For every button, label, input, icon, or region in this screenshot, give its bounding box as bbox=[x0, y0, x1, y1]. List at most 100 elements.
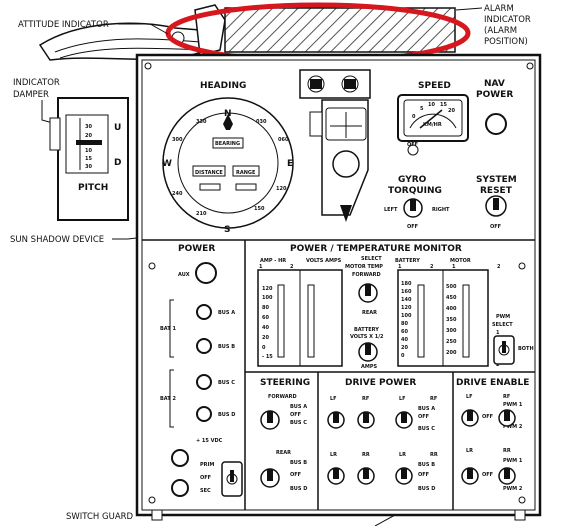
sec-vdc-breaker[interactable] bbox=[171, 479, 189, 497]
drive-enable-pwm1-top-label: PWM 1 bbox=[503, 402, 523, 408]
drive-power-rr-switch[interactable] bbox=[357, 467, 375, 485]
system-reset-switch[interactable] bbox=[485, 195, 507, 217]
range-label: RANGE bbox=[236, 170, 256, 176]
monitor-title: POWER / TEMPERATURE MONITOR bbox=[290, 244, 462, 254]
drive-enable-lf-label: LF bbox=[466, 394, 473, 400]
nav-power-button[interactable] bbox=[485, 113, 507, 135]
drive-power-rf-switch[interactable] bbox=[357, 411, 375, 429]
power-title: POWER bbox=[178, 244, 215, 254]
monitor-select-switch[interactable] bbox=[358, 283, 378, 303]
drive-power-lf-switch[interactable] bbox=[327, 411, 345, 429]
drive-power-lf-label: LF bbox=[330, 396, 337, 402]
drive-enable-title: DRIVE ENABLE bbox=[456, 378, 529, 388]
nav-power-label-2: POWER bbox=[476, 90, 513, 100]
pwm-select-switch-with-guard[interactable] bbox=[493, 335, 515, 365]
drive-power-lr-switch[interactable] bbox=[327, 467, 345, 485]
drive-power-title: DRIVE POWER bbox=[345, 378, 416, 388]
steering-rear-label: REAR bbox=[276, 450, 291, 456]
distance-window bbox=[192, 165, 226, 177]
heading-tick-150: 150 bbox=[254, 206, 265, 212]
nav-power-label-1: NAV bbox=[484, 79, 505, 89]
rear-label: REAR bbox=[362, 310, 377, 316]
sec-label: SEC bbox=[200, 488, 211, 494]
bat1-bus-b-breaker[interactable] bbox=[196, 338, 212, 354]
prim-vdc-breaker[interactable] bbox=[171, 449, 189, 467]
vdc-select-switch-with-guard[interactable] bbox=[221, 461, 243, 497]
heading-south: S bbox=[224, 225, 230, 235]
temp-scale-80: 80 bbox=[401, 321, 408, 327]
drive-enable-lr-switch[interactable] bbox=[461, 467, 479, 485]
bearing-window bbox=[212, 137, 244, 149]
drive-enable-off-bottom-label: OFF bbox=[482, 472, 493, 478]
motor-label: MOTOR bbox=[450, 258, 471, 264]
drive-enable-rf-switch[interactable] bbox=[498, 409, 516, 427]
drive-power-bus-c-label: BUS C bbox=[418, 426, 435, 432]
battery-volts-amps-switch[interactable] bbox=[358, 342, 378, 362]
pwm-2-label: 2 bbox=[496, 362, 500, 368]
steering-bus-a-label: BUS A bbox=[290, 404, 307, 410]
motor-scale-450: 450 bbox=[446, 295, 457, 301]
temp-scale-0: 0 bbox=[401, 353, 405, 359]
alarm-indicator bbox=[224, 7, 456, 53]
prim-label: PRIM bbox=[200, 462, 214, 468]
drive-enable-rr-label: RR bbox=[503, 448, 511, 454]
motor-1-label: 1 bbox=[452, 264, 456, 270]
drive-enable-pwm2-top-label: PWM 2 bbox=[503, 424, 523, 430]
temp-scale-120: 120 bbox=[401, 305, 412, 311]
drive-power-bus-ac-switch[interactable] bbox=[395, 411, 413, 429]
gyro-torquing-switch[interactable] bbox=[403, 198, 423, 218]
bat2-label: BAT 2 bbox=[160, 396, 176, 402]
amp-scale-60: 60 bbox=[262, 315, 269, 321]
temp-scale-160: 160 bbox=[401, 289, 412, 295]
steering-off-2-label: OFF bbox=[290, 472, 301, 478]
system-reset-label-1: SYSTEM bbox=[476, 175, 517, 185]
speed-scale-5: 5 bbox=[420, 106, 424, 112]
drive-power-bus-b-label: BUS B bbox=[418, 462, 435, 468]
gyro-label-1: GYRO bbox=[398, 175, 427, 185]
bat1-label: BAT 1 bbox=[160, 326, 176, 332]
gyro-right-label: RIGHT bbox=[432, 207, 450, 213]
drive-enable-lf-switch[interactable] bbox=[461, 409, 479, 427]
drive-enable-pwm1-bottom-label: PWM 1 bbox=[503, 458, 523, 464]
steering-forward-switch[interactable] bbox=[260, 410, 280, 430]
drive-power-lr2-label: LR bbox=[399, 452, 406, 458]
temp-scale-180: 180 bbox=[401, 281, 412, 287]
heading-tick-210: 210 bbox=[196, 211, 207, 217]
drive-power-bus-bd-switch[interactable] bbox=[395, 467, 413, 485]
bat2-bus-d-breaker[interactable] bbox=[196, 406, 212, 422]
drive-enable-off-top-label: OFF bbox=[482, 414, 493, 420]
amp-scale-minus-15: - 15 bbox=[262, 354, 273, 360]
vdc-label: + 15 VDC bbox=[196, 438, 223, 444]
drive-enable-rr-switch[interactable] bbox=[498, 467, 516, 485]
pitch-scale-5: 30 bbox=[85, 164, 92, 170]
power-bus-b-label: BUS B bbox=[218, 344, 235, 350]
drive-power-rf-label: RF bbox=[362, 396, 369, 402]
bat2-bus-c-breaker[interactable] bbox=[196, 374, 212, 390]
pwm-select-label: SELECT bbox=[492, 322, 513, 328]
system-reset-off-label: OFF bbox=[490, 224, 501, 230]
pitch-indicator: 30 20 10 15 30 U D PITCH bbox=[49, 97, 129, 221]
drive-enable-pwm2-bottom-label: PWM 2 bbox=[503, 486, 523, 492]
select-label: SELECT bbox=[361, 256, 382, 262]
amp-scale-80: 80 bbox=[262, 305, 269, 311]
indicator-damper-label-2: DAMPER bbox=[13, 90, 49, 100]
speed-title: SPEED bbox=[418, 81, 451, 91]
steering-rear-switch[interactable] bbox=[260, 468, 280, 488]
vdc-off-label: OFF bbox=[200, 475, 211, 481]
heading-west: W bbox=[162, 159, 172, 169]
heading-tick-060: 060 bbox=[278, 137, 289, 143]
motor-scale-250: 250 bbox=[446, 339, 457, 345]
amp-scale-20: 20 bbox=[262, 335, 269, 341]
temp-scale-40: 40 bbox=[401, 337, 408, 343]
bat1-bus-a-breaker[interactable] bbox=[196, 304, 212, 320]
battery-1-label: 1 bbox=[398, 264, 402, 270]
aux-button[interactable] bbox=[195, 262, 217, 284]
temp-scale-140: 140 bbox=[401, 297, 412, 303]
distance-label: DISTANCE bbox=[195, 170, 223, 176]
steering-off-1-label: OFF bbox=[290, 412, 301, 418]
drive-power-rr-label: RR bbox=[362, 452, 370, 458]
pitch-scale-3: 10 bbox=[85, 148, 92, 154]
amp-hr-1-label: 1 bbox=[259, 264, 263, 270]
heading-tick-330: 330 bbox=[196, 119, 207, 125]
